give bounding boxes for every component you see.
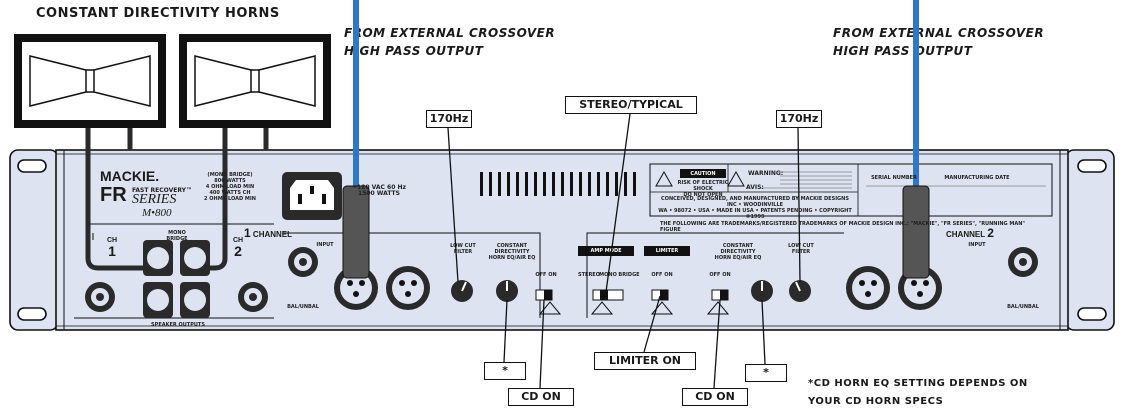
bal-unbal-left: BAL/UNBAL <box>287 304 319 310</box>
fast-recovery-label: FAST RECOVERY™ <box>132 187 192 194</box>
cd-off-on-left: OFF ON <box>535 272 557 278</box>
footnote-line2: YOUR CD HORN SPECS <box>808 396 944 407</box>
warning-label: WARNING: <box>748 170 784 177</box>
freq-callout-right: 170Hz <box>776 110 822 128</box>
model-label: M•800 <box>142 207 172 219</box>
channel-1-label: 1 CHANNEL <box>244 226 293 240</box>
mode-stereo: STEREO <box>578 272 600 278</box>
limiter-on-callout: LIMITER ON <box>594 352 696 370</box>
from-crossover-right-line1: FROM EXTERNAL CROSSOVER <box>833 26 1045 40</box>
from-crossover-left-line2: HIGH PASS OUTPUT <box>344 44 484 58</box>
bal-unbal-right: BAL/UNBAL <box>1007 304 1039 310</box>
input-label-right: INPUT <box>968 242 986 248</box>
mode-bridge: BRIDGE <box>618 272 640 278</box>
footnote-line1: *CD HORN EQ SETTING DEPENDS ON <box>808 378 1028 389</box>
caution-label: CAUTION <box>690 171 716 177</box>
mfg-date-label: MANUFACTURING DATE <box>944 175 1010 181</box>
channel-2-label: CHANNEL 2 <box>946 226 994 240</box>
mackie-logo: MACKIE. <box>100 168 160 184</box>
blue-cable-right <box>913 0 919 186</box>
amp-mode-label: AMP MODE <box>590 248 622 254</box>
from-crossover-right-line2: HIGH PASS OUTPUT <box>833 44 973 58</box>
serial-number-label: SERIAL NUMBER <box>871 175 917 181</box>
mono-bridge-label: MONO BRIDGE <box>166 230 188 242</box>
asterisk-callout-right: * <box>745 364 787 382</box>
speaker-outputs-label: SPEAKER OUTPUTS <box>151 322 205 328</box>
input-label-left: INPUT <box>316 242 334 248</box>
blue-cable-left <box>353 0 359 186</box>
limiter-label: LIMITER <box>655 248 679 254</box>
cd-on-callout-left: CD ON <box>508 388 574 406</box>
limiter-off-on: OFF ON <box>651 272 673 278</box>
avis-label: AVIS: <box>746 184 764 191</box>
series-label: SERIES <box>132 192 177 207</box>
stereo-typical-callout: STEREO/TYPICAL <box>565 96 697 114</box>
cd-off-on-right: OFF ON <box>709 272 731 278</box>
cd-on-callout-right: CD ON <box>682 388 748 406</box>
fr-logo: FR <box>100 184 127 206</box>
asterisk-callout-left: * <box>484 362 526 380</box>
from-crossover-left-line1: FROM EXTERNAL CROSSOVER <box>344 26 556 40</box>
horn-right-icon <box>179 34 331 128</box>
trademarks: THE FOLLOWING ARE TRADEMARKS/REGISTERED … <box>660 221 1026 233</box>
freq-callout-left: 170Hz <box>426 110 472 128</box>
designed-by: CONCEIVED, DESIGNED, AND MANUFACTURED BY… <box>658 196 852 220</box>
horns-title: CONSTANT DIRECTIVITY HORNS <box>36 6 280 21</box>
horn-left-icon <box>14 34 166 128</box>
